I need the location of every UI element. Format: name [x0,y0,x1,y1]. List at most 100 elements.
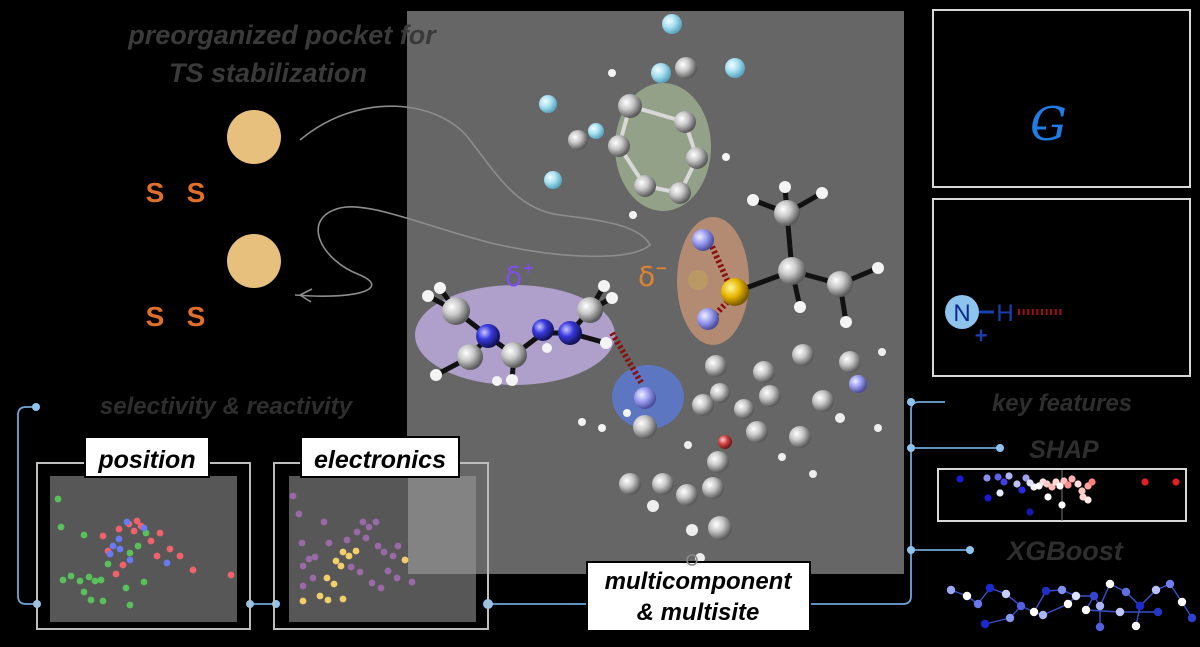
position-point [126,601,134,609]
position-point [99,532,107,540]
electronics-point [320,518,328,526]
ring-carbon [669,182,691,204]
electronics-scatter [289,492,416,605]
position-point [166,545,174,553]
position-point [57,523,65,531]
shap-point [1022,474,1030,482]
shap-point [984,494,992,502]
position-point [87,596,95,604]
fluorine-atom [588,123,604,139]
electronics-title-box [300,436,460,478]
electronics-point [393,574,401,582]
position-point [91,577,99,585]
shap-point [996,489,1004,497]
pocket-sphere-top [227,110,281,164]
position-point [76,577,84,585]
cloud-atom [874,424,882,432]
electronics-point [311,553,319,561]
shap-point [1074,480,1082,488]
nitrogen-atom [634,387,656,409]
electronics-point [325,539,333,547]
xgboost-node [1153,607,1163,617]
electronics-point [353,528,361,536]
electronics-point [345,552,353,560]
shap-point [1141,478,1149,486]
shap-point [1172,478,1180,486]
multicomponent-line2: & multisite [637,599,760,626]
fluorine-atom [662,14,682,34]
pocket-caption-line2: TS stabilization [169,58,367,88]
electronics-title: electronics [314,446,446,474]
key-features-label: key features [992,390,1132,417]
ring-carbon [634,175,656,197]
position-point [106,550,114,558]
xgboost-node [1038,610,1048,620]
shap-point [1048,483,1056,491]
xgboost-tree [946,579,1197,632]
fluorine-atom [651,63,671,83]
position-plot-area [50,476,237,622]
box-atom-mark [686,554,698,566]
electronics-point [394,542,402,550]
electronics-point [362,534,370,542]
ring-carbon [618,94,642,118]
cloud-atom [707,451,729,473]
position-title-box [84,436,210,478]
position-point [116,545,124,553]
free-energy-panel [932,9,1191,188]
position-point [80,531,88,539]
xgboost-node [1187,613,1197,623]
hydrogen-atoms [422,69,884,432]
electronics-point [343,536,351,544]
carbon-atom [457,344,483,370]
xgboost-node [1095,601,1105,611]
ring-carbon [674,111,696,133]
position-point [123,518,131,526]
electronics-point [408,578,416,586]
position-point [59,576,67,584]
shap-point [1026,508,1034,516]
xgboost-edge [984,617,1011,625]
position-point [109,542,117,550]
shap-point [956,475,964,483]
electronics-point [389,552,397,560]
flow-curve [294,105,651,297]
delta-plus-sup: + [522,259,535,277]
position-point [97,576,105,584]
electronics-point [337,562,345,570]
electronics-point [339,595,347,603]
cloud-atom [686,524,698,536]
carbon-atom [442,297,470,325]
electronics-point [368,579,376,587]
xgboost-node [980,619,990,629]
ring-carbon [608,135,630,157]
xgboost-edge [1085,609,1121,613]
cloud-atom [708,516,732,540]
scaffold-letter: S [146,177,165,208]
carbon-atom [827,271,853,297]
position-point [126,556,134,564]
scaffold-letter: S [187,177,206,208]
electronics-point [332,557,340,565]
shap-point [1056,482,1064,490]
shap-point [1064,481,1072,489]
position-point [147,537,155,545]
electronics-point [289,492,297,500]
xgboost-node [946,585,956,595]
electronics-point [377,584,385,592]
xgboost-node [973,599,983,609]
position-point [130,527,138,535]
xgboost-node [1057,585,1067,595]
nitrogen-bubble [945,295,979,329]
position-point [189,566,197,574]
carbon-atom [778,257,806,285]
xgboost-node [1165,579,1175,589]
electronics-point [339,548,347,556]
nitrogen-atom [558,321,582,345]
nh-charge: + [975,323,988,348]
xgboost-node [1177,597,1187,607]
electronics-point [356,568,364,576]
cloud-atom [812,390,834,412]
shap-point [1058,501,1066,509]
electronics-point [316,592,324,600]
